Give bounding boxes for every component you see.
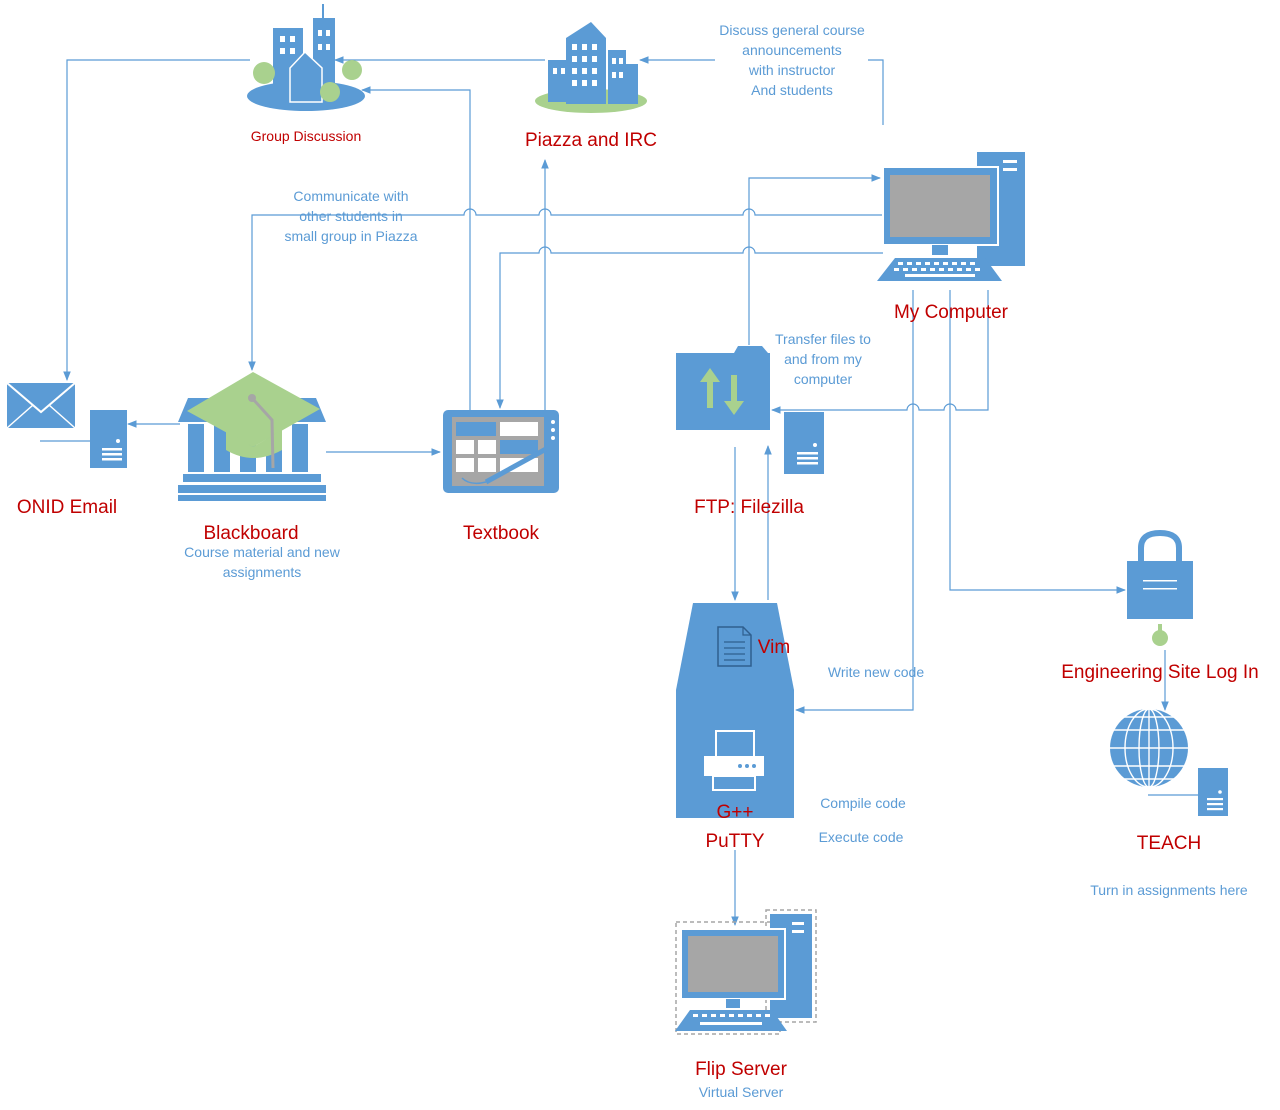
label-textbook: Textbook [463, 523, 540, 544]
note-transfer-line-2: and from my [784, 351, 862, 367]
connector-computer-to-login [949, 290, 1126, 594]
connector-computer-to-textbook [496, 246, 883, 409]
connector-textbook-to-group [361, 86, 471, 410]
note-communicate-line-3: small group in Piazza [284, 228, 417, 244]
teach-server-icon [1198, 768, 1228, 816]
ftp-server-icon [784, 412, 824, 474]
blackboard-icon [178, 372, 326, 501]
email-server-icon [90, 410, 127, 468]
label-engineering-login: Engineering Site Log In [1061, 662, 1259, 683]
teach-globe-icon [1110, 708, 1188, 788]
note-piazza-line-4: And students [751, 82, 833, 98]
connector-ftp-to-computer [748, 174, 881, 345]
label-flip-server: Flip Server [695, 1059, 788, 1080]
note-blackboard-line-2: assignments [223, 564, 302, 580]
connector-note-bracket [868, 59, 884, 125]
note-communicate-line-1: Communicate with [293, 188, 408, 204]
note-piazza-line-2: announcements [742, 42, 842, 58]
email-envelope-icon [6, 382, 76, 429]
lock-icon [1127, 529, 1193, 646]
label-ftp: FTP: Filezilla [694, 497, 804, 518]
note-execute-code: Execute code [819, 829, 904, 845]
my-computer-icon [877, 152, 1025, 281]
note-flip-desc: Virtual Server [699, 1084, 784, 1100]
group-discussion-icon [247, 4, 365, 111]
label-gpp: G++ [717, 802, 754, 823]
label-my-computer: My Computer [894, 302, 1009, 323]
note-transfer-line-3: computer [794, 371, 853, 387]
note-teach-desc: Turn in assignments here [1090, 882, 1248, 898]
notes: Discuss general course announcements wit… [184, 22, 1248, 1100]
connectors [40, 56, 1200, 926]
note-transfer-line-1: Transfer files to [775, 331, 871, 347]
connector-computer-to-putty [795, 290, 914, 714]
label-piazza-irc: Piazza and IRC [525, 130, 657, 151]
label-putty: PuTTY [705, 831, 764, 852]
note-communicate-line-2: other students in [299, 208, 403, 224]
labels: Group Discussion Piazza and IRC My Compu… [17, 128, 1259, 1080]
flip-server-icon [675, 909, 817, 1035]
label-blackboard: Blackboard [203, 523, 298, 544]
note-compile-code: Compile code [820, 795, 906, 811]
label-vim: Vim [758, 637, 790, 658]
note-piazza-line-3: with instructor [748, 62, 836, 78]
ftp-folder-icon [676, 346, 770, 430]
piazza-city-icon [535, 22, 647, 113]
label-onid-email: ONID Email [17, 497, 117, 518]
label-group-discussion: Group Discussion [251, 128, 362, 144]
textbook-tablet-icon [443, 410, 559, 493]
note-write-code: Write new code [828, 664, 924, 680]
note-piazza-line-1: Discuss general course [719, 22, 865, 38]
connector-computer-to-ftp [771, 290, 989, 414]
connector-group-to-email [63, 59, 250, 381]
putty-icon [676, 603, 794, 818]
note-blackboard-line-1: Course material and new [184, 544, 341, 560]
label-teach: TEACH [1137, 833, 1201, 854]
